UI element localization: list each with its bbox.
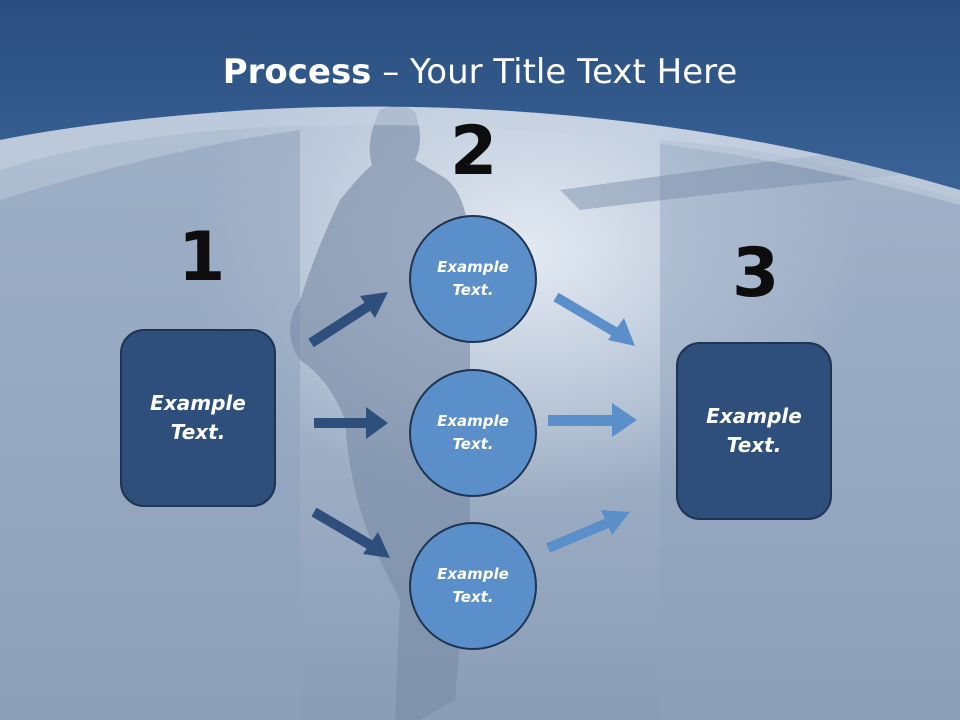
arrow-down-right-dark	[311, 507, 390, 558]
circle-bottom: Example Text.	[409, 522, 537, 650]
step-number-3: 3	[732, 234, 780, 313]
circle-middle: Example Text.	[409, 369, 537, 497]
title-bold: Process	[222, 52, 372, 92]
right-process-box: Example Text.	[676, 342, 832, 520]
circle-top: Example Text.	[409, 215, 537, 343]
title-rest: – Your Title Text Here	[371, 52, 738, 92]
slide-title: Process – Your Title Text Here	[0, 52, 960, 92]
arrow-right-light	[548, 403, 637, 437]
step-number-1: 1	[178, 218, 226, 297]
arrows-right-group	[546, 292, 637, 553]
arrow-up-right-light	[546, 510, 630, 553]
step-number-2: 2	[450, 112, 498, 191]
left-process-box: Example Text.	[120, 329, 276, 507]
arrows-left-group	[308, 292, 390, 558]
arrow-down-right-light	[553, 292, 635, 346]
arrow-up-right-dark	[308, 292, 388, 348]
arrow-right-dark	[314, 407, 388, 439]
